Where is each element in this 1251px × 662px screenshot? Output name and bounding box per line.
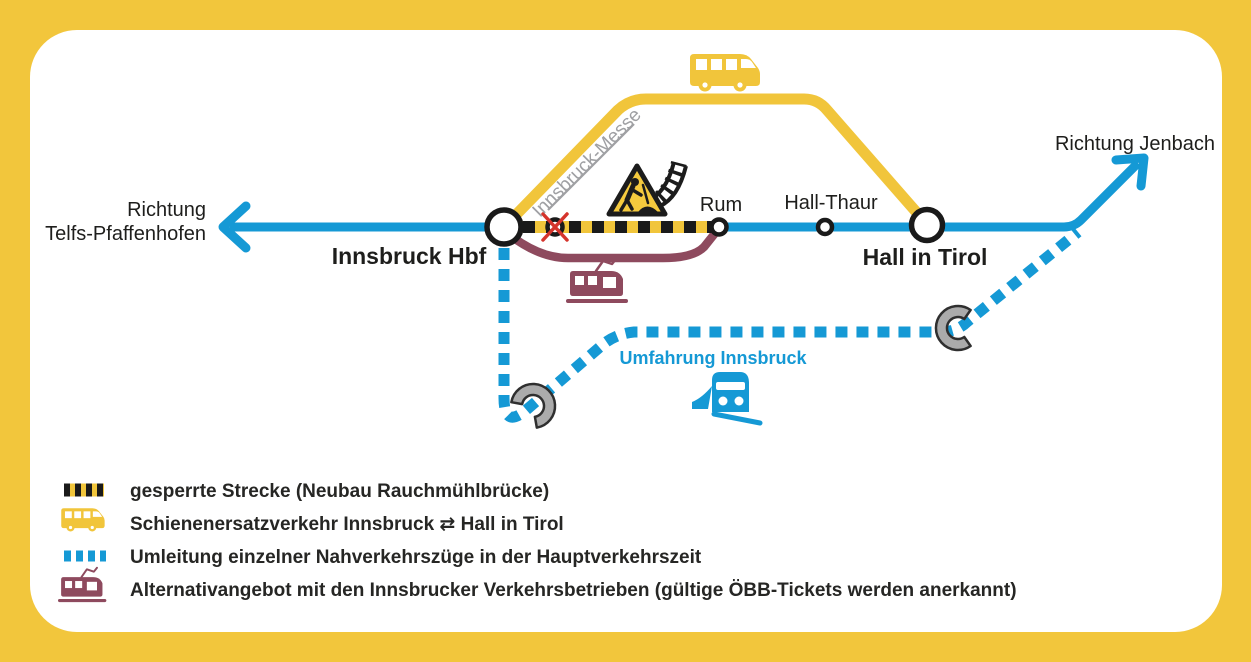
main-rail-line — [218, 153, 1149, 253]
station-label-hall-in-tirol: Hall in Tirol — [863, 244, 988, 270]
legend-label: Alternativangebot mit den Innsbrucker Ve… — [130, 580, 1017, 601]
detour-route-label: Umfahrung Innsbruck — [619, 348, 807, 368]
legend-row: Schienenersatzverkehr Innsbruck ⇄ Hall i… — [61, 508, 564, 535]
legend-row: gesperrte Strecke (Neubau Rauchmühlbrück… — [64, 481, 549, 502]
station-label-innsbruck-hbf: Innsbruck Hbf — [332, 243, 487, 269]
station-dot-hall-thaur — [815, 217, 835, 237]
direction-telfs-label-line2: Telfs-Pfaffenhofen — [45, 223, 206, 245]
legend: gesperrte Strecke (Neubau Rauchmühlbrück… — [57, 481, 1017, 604]
legend-label: gesperrte Strecke (Neubau Rauchmühlbrück… — [130, 481, 549, 502]
bus-icon — [61, 508, 105, 532]
direction-jenbach-label: Richtung Jenbach — [1055, 133, 1215, 155]
station-dot-innsbruck-hbf — [484, 207, 524, 247]
arrow-right-icon — [1111, 153, 1149, 191]
legend-row: Umleitung einzelner Nahverkehrszüge in d… — [64, 547, 702, 568]
closed-station-x-icon — [541, 212, 569, 242]
legend-label: Schienenersatzverkehr Innsbruck ⇄ Hall i… — [130, 514, 564, 535]
bus-replacement-route — [500, 93, 931, 231]
arrow-left-icon — [218, 201, 251, 253]
bus-icon — [690, 54, 760, 92]
closed-station-marker — [541, 212, 569, 242]
detour-route — [498, 227, 1082, 423]
train-icon — [692, 372, 763, 426]
strikethrough-line — [547, 123, 635, 211]
station-dot-rum — [709, 217, 729, 237]
direction-telfs-label-line1: Richtung — [127, 199, 206, 221]
station-label-hall-thaur: Hall-Thaur — [784, 192, 878, 214]
legend-label: Umleitung einzelner Nahverkehrszüge in d… — [130, 547, 702, 568]
legend-row: Alternativangebot mit den Innsbrucker Ve… — [57, 566, 1017, 604]
station-label-rum: Rum — [700, 194, 742, 216]
station-dot-hall-in-tirol — [908, 206, 946, 244]
construction-icon — [606, 163, 668, 217]
